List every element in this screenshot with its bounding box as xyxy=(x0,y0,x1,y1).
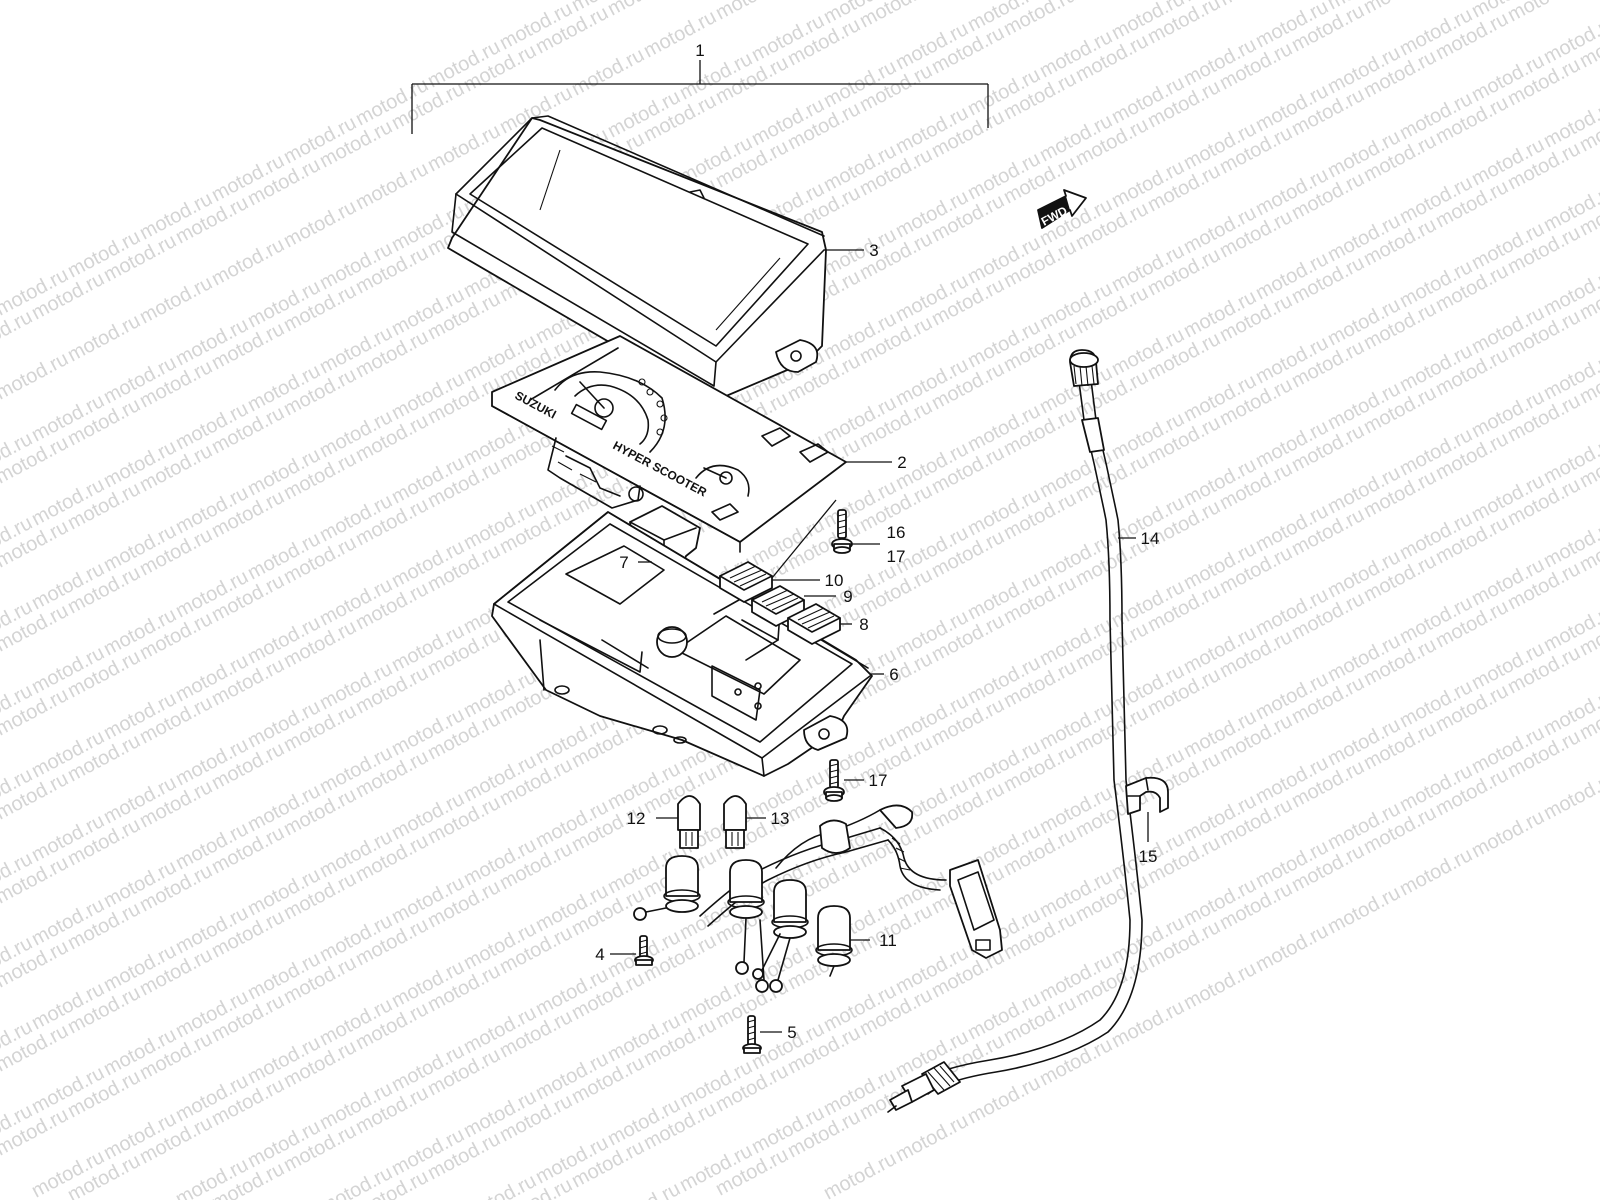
watermark-text: motod.ru xyxy=(712,0,792,24)
cable-clamp xyxy=(1125,776,1169,815)
watermark-text: motod.ru xyxy=(0,348,72,404)
watermark-text: motod.ru xyxy=(640,6,720,62)
watermark-text: motod.ru xyxy=(1036,1034,1116,1090)
watermark-text: motod.ru xyxy=(1108,996,1188,1052)
speedometer-cable xyxy=(887,349,1143,1113)
callout-12: 12 xyxy=(627,809,646,828)
callout-15: 15 xyxy=(1139,847,1158,866)
callout-1: 1 xyxy=(695,41,704,60)
watermark-text: motod.ru xyxy=(424,120,504,176)
watermark-text: motod.ru xyxy=(1072,0,1152,2)
callout-10: 10 xyxy=(825,571,844,590)
watermark-text: motod.ru xyxy=(604,1178,684,1200)
watermark-text: motod.ru xyxy=(820,1148,900,1200)
callout-17: 17 xyxy=(869,771,888,790)
watermark-text: motod.ru xyxy=(1468,806,1548,862)
indicator-lens-8 xyxy=(787,603,841,645)
callout-11: 11 xyxy=(879,931,897,950)
callout-5: 5 xyxy=(787,1023,796,1042)
indicator-lens-10 xyxy=(719,561,773,603)
watermark-text: motod.ru xyxy=(1216,0,1296,10)
callout-16: 16 xyxy=(887,523,906,542)
watermark-text: motod.ru xyxy=(1180,958,1260,1014)
watermark-text: motod.ru xyxy=(1396,844,1476,900)
watermark-text: motod.ru xyxy=(352,158,432,214)
bulb-13 xyxy=(723,795,747,849)
screw-lower xyxy=(823,759,845,802)
watermark-text: motod.ru xyxy=(604,0,684,20)
callout-2: 2 xyxy=(897,453,906,472)
callout-7: 7 xyxy=(619,553,628,572)
bulb-12 xyxy=(677,795,701,849)
watermark-text: motod.ru xyxy=(1504,0,1584,26)
watermark-text: motod.ru xyxy=(964,1072,1044,1128)
watermark-text: motod.ru xyxy=(1324,882,1404,938)
callout-labels: 1 2 3 4 5 6 7 8 9 10 11 12 13 14 15 16 1… xyxy=(595,41,1159,1042)
watermark-text: motod.ru xyxy=(892,1110,972,1166)
callout-14: 14 xyxy=(1141,529,1160,548)
callout-17: 17 xyxy=(887,547,906,566)
callout-6: 6 xyxy=(889,665,898,684)
watermark-text: motod.ru xyxy=(280,196,360,252)
wiring-harness xyxy=(633,804,1003,993)
watermark-text: motod.ru xyxy=(1360,0,1440,18)
watermark-text: motod.ru xyxy=(568,44,648,100)
callout-4: 4 xyxy=(595,945,604,964)
watermark-text: motod.ru xyxy=(1540,768,1600,824)
callout-13: 13 xyxy=(771,809,790,828)
callout-8: 8 xyxy=(859,615,868,634)
screw-5 xyxy=(742,1015,762,1054)
watermark-text: motod.ru xyxy=(1252,920,1332,976)
meter-lens-cover xyxy=(447,115,827,403)
watermark-text: motod.ru xyxy=(64,310,144,366)
callout-9: 9 xyxy=(843,587,852,606)
watermark-text: motod.ru xyxy=(208,234,288,290)
callout-leaders xyxy=(610,249,1149,1033)
screw-4 xyxy=(634,935,654,966)
watermark-text: motod.ru xyxy=(136,272,216,328)
screw-upper xyxy=(771,499,853,579)
callout-3: 3 xyxy=(869,241,878,260)
assembly-bracket xyxy=(411,60,989,134)
